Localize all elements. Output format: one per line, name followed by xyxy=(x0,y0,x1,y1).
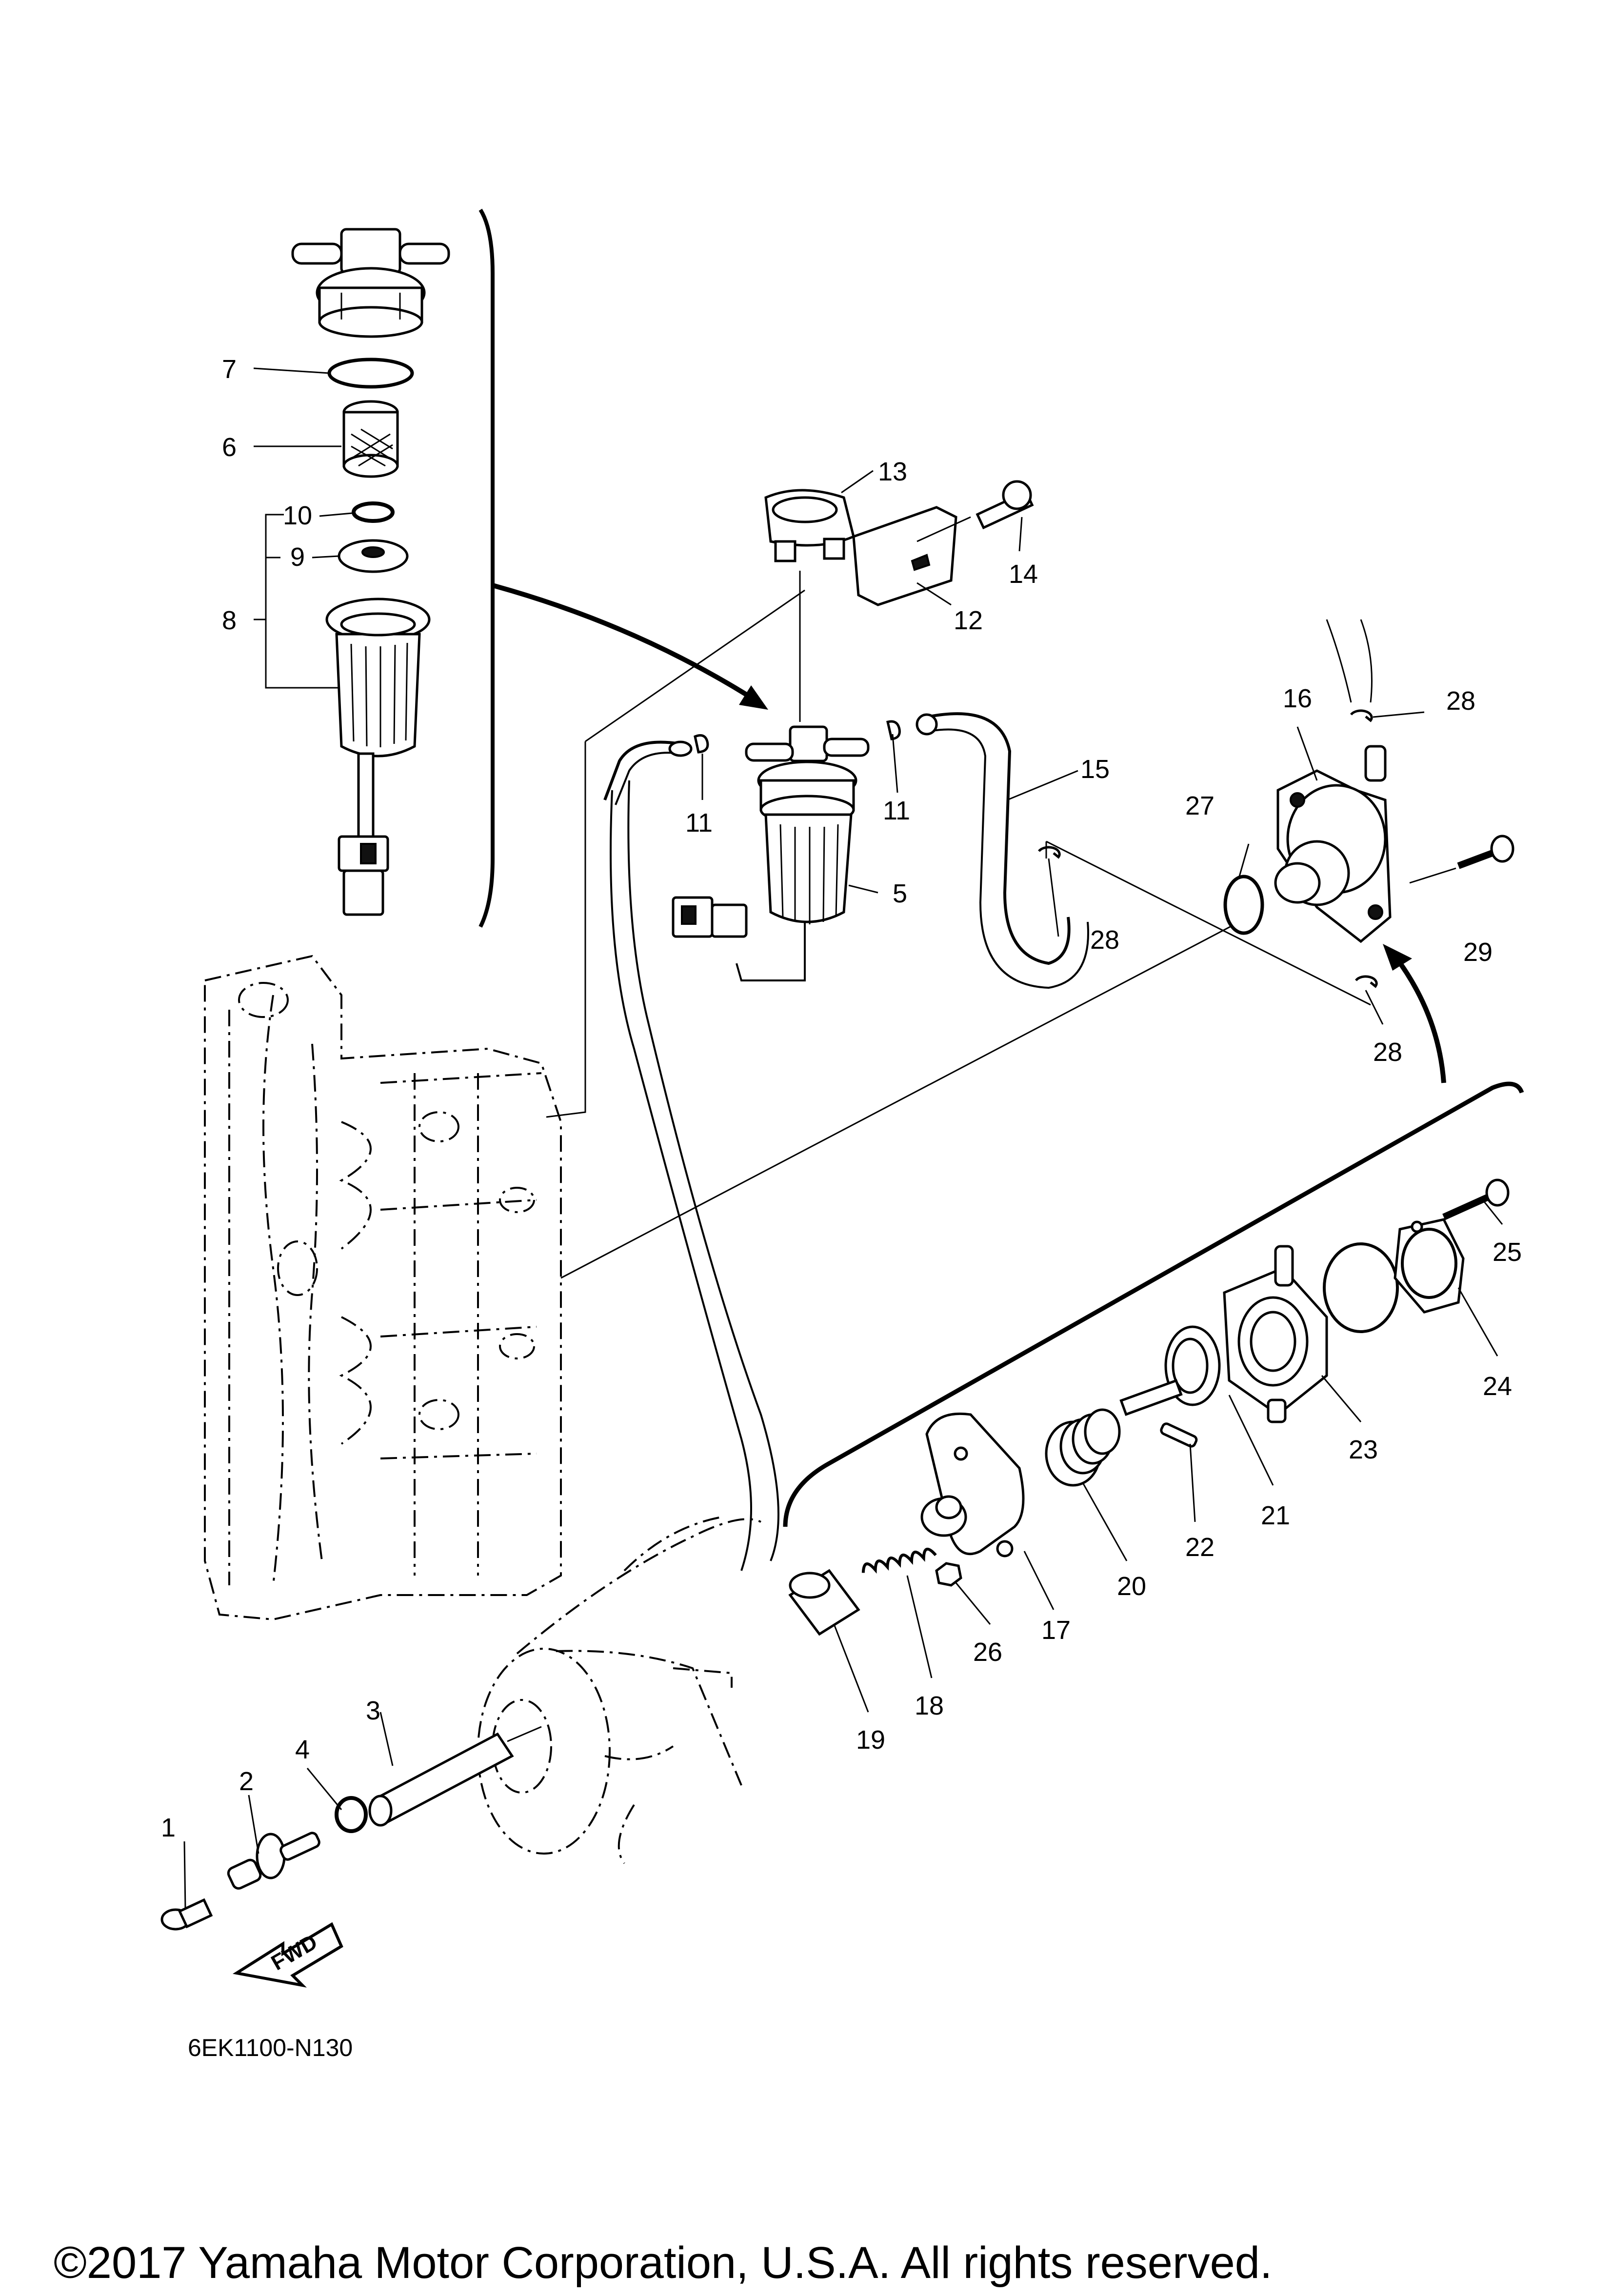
callout-14: 14 xyxy=(1009,559,1038,589)
part-18-spring xyxy=(861,1547,937,1574)
part-20-spring xyxy=(1045,1408,1121,1487)
part-24-gasket xyxy=(1323,1218,1465,1333)
part-13-holder xyxy=(764,489,855,562)
inset-bracket xyxy=(478,208,495,928)
part-29-screw xyxy=(1457,835,1514,869)
callout-6: 6 xyxy=(222,433,237,462)
callout-9: 9 xyxy=(290,542,305,572)
hose-left-end xyxy=(668,740,693,757)
part-17-pump-body xyxy=(920,1412,1025,1557)
callout-11-left: 11 xyxy=(685,808,713,838)
leader-10 xyxy=(319,512,353,517)
callout-27: 27 xyxy=(1185,791,1215,820)
callout-25: 25 xyxy=(1493,1238,1522,1267)
hose-15-end xyxy=(916,713,938,736)
part-25-screw xyxy=(1442,1178,1510,1220)
callout-20: 20 xyxy=(1117,1572,1146,1601)
callout-2: 2 xyxy=(239,1767,254,1796)
callout-7: 7 xyxy=(222,355,237,384)
callout-28-low: 28 xyxy=(1373,1038,1402,1067)
callout-3: 3 xyxy=(366,1696,380,1725)
filter-head-detail xyxy=(291,228,450,338)
callout-5: 5 xyxy=(893,879,907,908)
part-28-clamp-c xyxy=(1354,975,1378,988)
part-28-clamp-a xyxy=(1350,709,1373,722)
inset-arrow-head xyxy=(739,685,768,710)
callout-1: 1 xyxy=(161,1813,176,1842)
callout-28-top: 28 xyxy=(1446,686,1475,716)
callout-11-right: 11 xyxy=(883,796,910,825)
cylinder-block-phantom xyxy=(204,955,562,1621)
copyright-notice: ©2017 Yamaha Motor Corporation, U.S.A. A… xyxy=(54,2238,1272,2288)
part-15-hose xyxy=(926,712,1071,965)
part-1-plug xyxy=(160,1898,213,1931)
fwd-arrow-icon: FWD xyxy=(232,1922,343,1988)
part-9-float xyxy=(338,539,409,573)
leader-7 xyxy=(253,367,330,374)
exploded-bracket xyxy=(783,1081,1524,1527)
part-21-diaphragm xyxy=(1119,1325,1221,1416)
part-28-clamp-b xyxy=(1037,846,1061,859)
part-19-plug xyxy=(788,1569,860,1636)
callout-13: 13 xyxy=(878,457,907,486)
leader-9 xyxy=(312,555,339,559)
bracket-8 xyxy=(254,514,339,689)
part-23-cover xyxy=(1223,1245,1328,1423)
part-11-clip-left xyxy=(694,734,709,754)
part-27-gasket xyxy=(1223,875,1264,935)
callout-21: 21 xyxy=(1261,1501,1290,1530)
callout-18: 18 xyxy=(915,1691,944,1720)
lower-unit-phantom xyxy=(477,1516,761,1864)
callout-10: 10 xyxy=(283,501,312,530)
hose-long-line xyxy=(627,780,779,1561)
inset-arrow-line xyxy=(492,583,753,700)
part-11-clip-right xyxy=(886,720,901,740)
callout-16: 16 xyxy=(1283,684,1312,713)
callout-4: 4 xyxy=(295,1735,310,1764)
part-10-washer xyxy=(352,501,395,523)
part-14-bolt xyxy=(976,480,1034,530)
part-6-element xyxy=(342,400,399,478)
callout-22: 22 xyxy=(1185,1533,1215,1562)
pump-route-line xyxy=(560,916,1249,1279)
callout-8: 8 xyxy=(222,606,237,635)
mount-route-line xyxy=(585,589,805,742)
part-8-filter-cup xyxy=(325,598,431,916)
callout-23: 23 xyxy=(1349,1435,1378,1464)
hose-route-line xyxy=(546,741,586,1118)
part-26-nut xyxy=(935,1562,962,1587)
part-12-bracket xyxy=(852,506,957,606)
callout-28-mid: 28 xyxy=(1090,925,1119,955)
part-22-pin xyxy=(1160,1422,1198,1448)
callout-17: 17 xyxy=(1041,1616,1071,1645)
part-4-ring xyxy=(335,1796,368,1833)
pump-arrow-head xyxy=(1383,944,1412,971)
callout-26: 26 xyxy=(973,1637,1002,1667)
diagram-code: 6EK1100-N130 xyxy=(188,2034,353,2061)
part-2-valve xyxy=(227,1832,320,1890)
pump-arrow-line xyxy=(1393,955,1446,1083)
callout-29: 29 xyxy=(1463,938,1493,967)
part-7-o-ring xyxy=(327,358,414,389)
part-3-shaft xyxy=(368,1732,514,1827)
callout-15: 15 xyxy=(1080,755,1110,784)
callout-19: 19 xyxy=(856,1725,885,1755)
part-5-fuel-filter xyxy=(672,725,870,981)
part-16-fuel-pump xyxy=(1274,745,1392,943)
callout-24: 24 xyxy=(1483,1372,1512,1401)
callout-12: 12 xyxy=(954,606,983,635)
